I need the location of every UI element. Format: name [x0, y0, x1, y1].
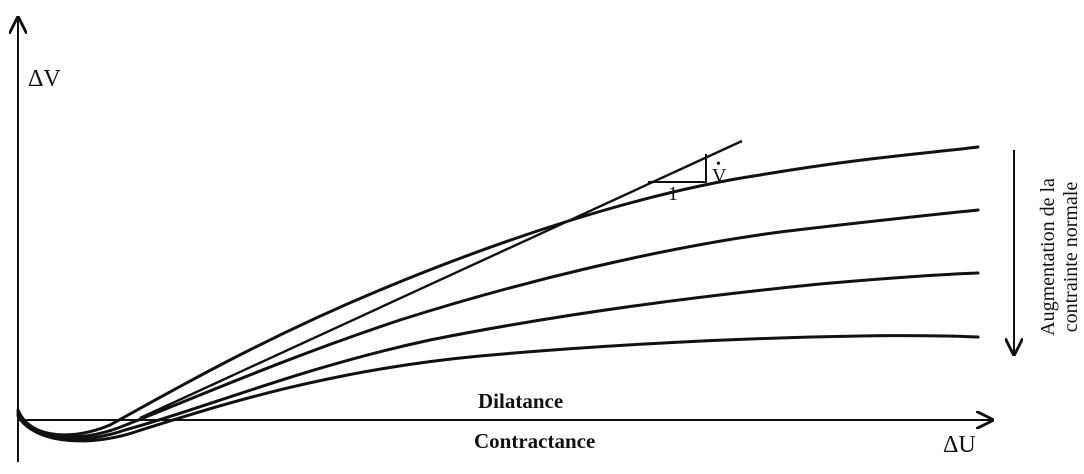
slope-rise-accent: •: [716, 157, 721, 172]
x-axis-label: ΔU: [943, 432, 976, 458]
side-note-line1: Augmentation de la: [1037, 178, 1059, 336]
curve-1: [16, 145, 980, 437]
curve-2: [16, 208, 980, 439]
y-axis-label: ΔV: [28, 66, 61, 92]
tangent-line: [139, 139, 743, 420]
slope-run-label: 1: [668, 183, 678, 205]
dilatance-label: Dilatance: [478, 389, 563, 413]
curve-4: [16, 334, 980, 443]
curve-3: [16, 271, 980, 441]
contractance-label: Contractance: [474, 429, 595, 453]
slope-triangle: [648, 154, 707, 183]
side-note-line2: contrainte normale: [1060, 182, 1082, 333]
